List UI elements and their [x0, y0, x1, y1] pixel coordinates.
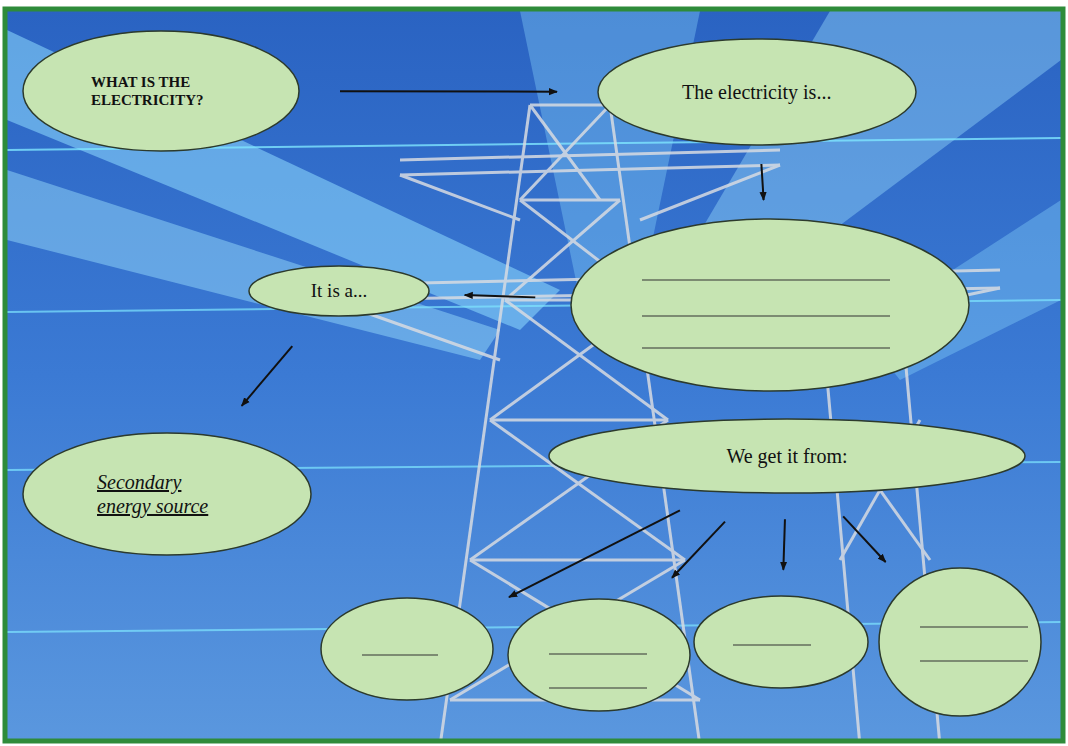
arrow-connector [509, 510, 680, 597]
arrow-connector [672, 522, 725, 578]
node-text-wrap [693, 595, 869, 689]
blank-answer-line [549, 653, 647, 654]
ellipse-shape [694, 596, 868, 688]
ellipse-node [507, 598, 691, 712]
ellipse-outline [507, 598, 691, 712]
blank-answer-line [549, 687, 647, 688]
ellipse-node: It is a... [248, 265, 430, 317]
ellipse-node: Secondary energy source [22, 432, 312, 556]
ellipse-outline [570, 218, 970, 392]
ellipse-shape [23, 433, 311, 555]
ellipse-node [878, 567, 1042, 717]
node-text-wrap [320, 597, 494, 701]
arrow-connector [340, 90, 557, 92]
ellipse-node [693, 595, 869, 689]
ellipse-shape [549, 419, 1025, 493]
ellipse-node: WHAT IS THE ELECTRICITY? [22, 30, 300, 152]
ellipse-shape [598, 39, 916, 145]
ellipse-shape [571, 219, 969, 391]
node-text-wrap: The electricity is... [597, 38, 917, 146]
node-text-wrap [878, 567, 1042, 717]
node-text-wrap: We get it from: [548, 418, 1026, 494]
ellipse-shape [879, 568, 1041, 716]
ellipse-shape [249, 266, 429, 316]
blank-answer-line [642, 347, 890, 348]
ellipse-outline [22, 432, 312, 556]
blank-answer-line [642, 315, 890, 316]
node-text: WHAT IS THE ELECTRICITY? [91, 73, 231, 109]
ellipse-outline [878, 567, 1042, 717]
blank-answer-line [362, 654, 438, 655]
ellipse-shape [508, 599, 690, 711]
blank-answer-line [920, 660, 1028, 661]
ellipse-outline [693, 595, 869, 689]
node-text: We get it from: [657, 444, 917, 468]
arrow-connector [843, 516, 885, 562]
node-text-wrap: It is a... [248, 265, 430, 317]
blank-answer-line [642, 279, 890, 280]
node-text: It is a... [279, 280, 399, 303]
node-text-wrap: WHAT IS THE ELECTRICITY? [22, 30, 300, 152]
arrow-connector [242, 346, 293, 406]
arrow-connector [783, 519, 785, 570]
ellipse-outline [22, 30, 300, 152]
ellipse-node: We get it from: [548, 418, 1026, 494]
node-text: The electricity is... [682, 80, 832, 104]
arrow-connector [761, 164, 763, 200]
ellipse-node [320, 597, 494, 701]
blank-answer-line [733, 644, 811, 645]
blank-answer-line [920, 626, 1028, 627]
ellipse-node: The electricity is... [597, 38, 917, 146]
node-text-wrap [507, 598, 691, 712]
ellipse-node [570, 218, 970, 392]
ellipse-shape [23, 31, 299, 151]
arrow-connector [465, 295, 536, 297]
node-text: Secondary energy source [97, 470, 237, 518]
ellipse-shape [321, 598, 493, 700]
ellipse-outline [320, 597, 494, 701]
node-text-wrap [570, 218, 970, 392]
node-text-wrap: Secondary energy source [22, 432, 312, 556]
